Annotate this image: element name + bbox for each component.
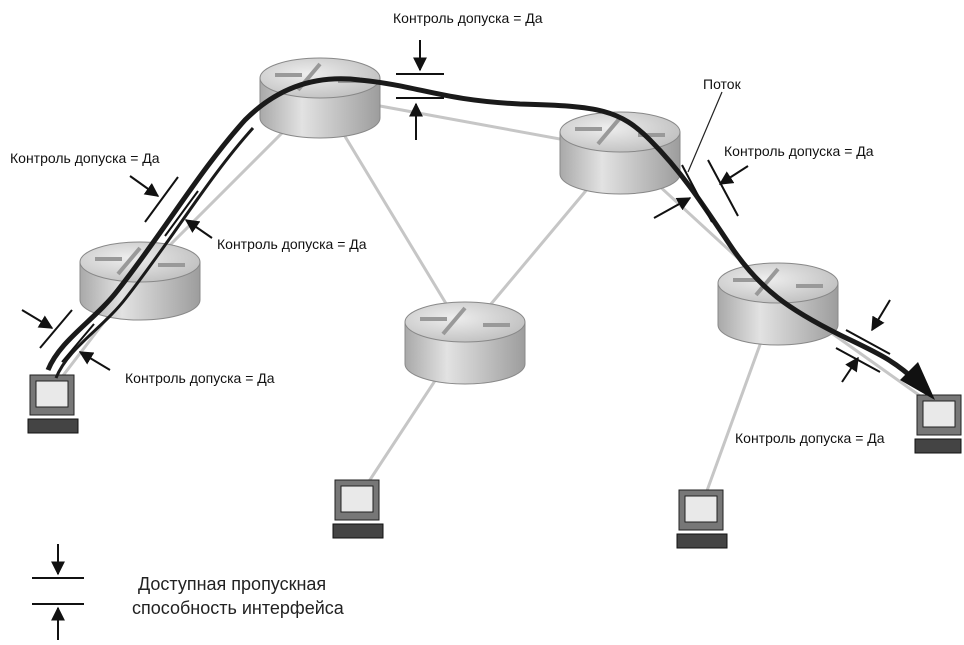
admission-label-right-lower: Контроль допуска = Да [735,430,885,446]
router-center [404,301,526,385]
legend-line-2: способность интерфейса [132,598,344,618]
router-top [259,57,381,139]
computer-bottom-right-icon [676,489,728,549]
admission-label-left-mid: Контроль допуска = Да [217,236,367,252]
router-right-lower [717,262,839,346]
flow-path-inner [54,126,255,379]
admission-label-left-upper: Контроль допуска = Да [10,150,160,166]
computer-right-icon [914,394,962,454]
flow-callout-line [687,91,723,173]
bandwidth-markers [21,40,891,383]
flow-label: Поток [703,76,741,92]
legend-symbol [32,544,84,640]
computer-left-icon [27,374,79,434]
legend-line-1: Доступная пропускная [138,574,327,594]
flow-arrowhead [900,362,935,400]
computer-bottom-left-icon [332,479,384,539]
admission-label-right-upper: Контроль допуска = Да [724,143,874,159]
flow-path [45,76,922,387]
admission-label-left-lower: Контроль допуска = Да [125,370,275,386]
admission-label-top: Контроль допуска = Да [393,10,543,26]
